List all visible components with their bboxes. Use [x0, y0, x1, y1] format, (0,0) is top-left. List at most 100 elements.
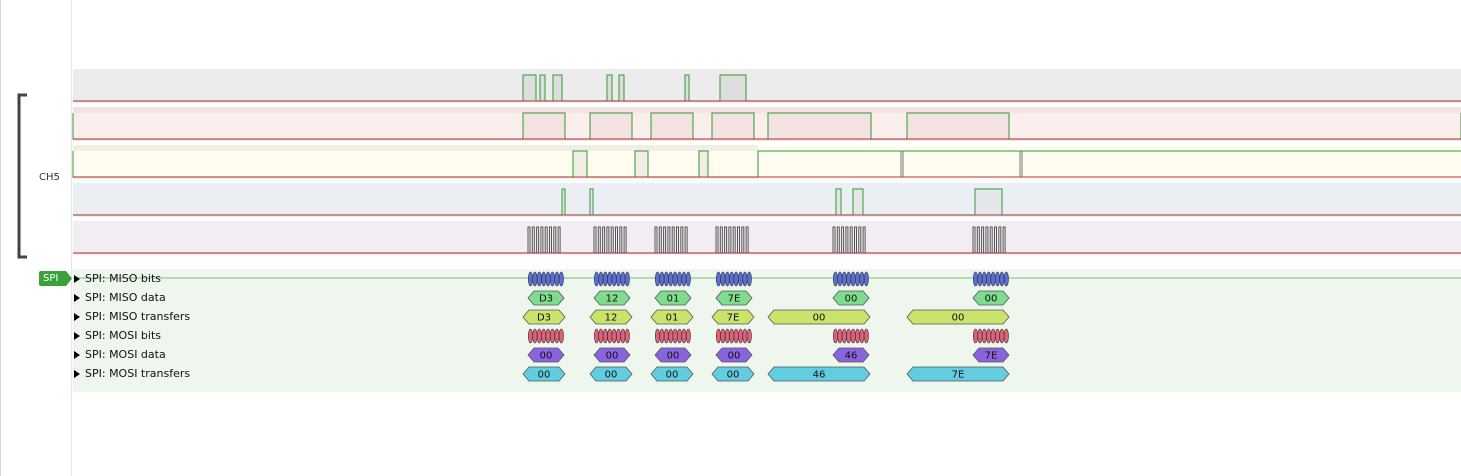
mosi-bit [541, 328, 547, 344]
pulse-fill [1009, 113, 1461, 139]
decoder-row-label: SPI: MOSI bits [85, 329, 162, 342]
miso-data-cell-label: 12 [606, 294, 619, 305]
clock-pulse [593, 226, 597, 253]
clock-pulse [606, 226, 610, 253]
clock-pulse [858, 226, 862, 253]
miso-bit [837, 271, 843, 287]
pulse-fill [590, 189, 593, 215]
mosi-transfer-cell [589, 366, 633, 382]
miso-transfer-cell-label: 00 [952, 313, 965, 324]
clock-pulse [737, 226, 740, 253]
mosi-bit [841, 328, 847, 344]
decoder-row-mosi-data[interactable]: SPI: MOSI data [72, 345, 166, 364]
mosi-bit [549, 328, 555, 344]
miso-bit [659, 271, 665, 287]
mosi-bit [994, 328, 1000, 344]
miso-bit [729, 271, 735, 287]
clock-pulse [724, 226, 728, 253]
miso-bit [977, 271, 983, 287]
channel-tag-ch3[interactable]: CH3 [39, 134, 60, 145]
decoder-row-miso-bits[interactable]: SPI: MISO bits [72, 269, 161, 288]
expand-arrow-icon[interactable] [74, 370, 80, 378]
expand-arrow-icon[interactable] [74, 351, 80, 359]
clock-pulse [667, 226, 671, 253]
miso-bit [607, 271, 613, 287]
mosi-bit [598, 328, 604, 344]
clock-pulse [732, 226, 736, 253]
clock-pulse [994, 226, 997, 253]
mosi-transfer-cell-label: 00 [538, 370, 551, 381]
pulse-fill [565, 113, 590, 139]
miso-bit [850, 271, 856, 287]
expand-arrow-icon[interactable] [74, 294, 80, 302]
mosi-data-cell [527, 347, 565, 363]
clock-pulse [602, 226, 606, 253]
miso-bit [854, 271, 860, 287]
glitch-spike [1019, 150, 1023, 177]
channel-tag-ch8[interactable]: CH8 [39, 248, 60, 259]
decoder-row-mosi-transfers[interactable]: SPI: MOSI transfers [72, 364, 190, 383]
miso-transfer-cell [906, 309, 1010, 325]
mosi-bit [981, 328, 987, 344]
expand-arrow-icon[interactable] [74, 332, 80, 340]
clock-pulse [719, 226, 723, 253]
mosi-bit [593, 328, 599, 344]
miso-bit [715, 271, 721, 287]
mosi-bit [742, 328, 748, 344]
channel-tag-ch7[interactable]: CH7 [39, 210, 60, 221]
miso-transfer-cell [650, 309, 694, 325]
miso-data-cell [715, 290, 753, 306]
decoder-row-label: SPI: MISO transfers [85, 310, 191, 323]
miso-bit [681, 271, 687, 287]
clock-pulse [623, 226, 627, 253]
clock-pulse [862, 226, 866, 253]
mosi-bit [733, 328, 739, 344]
decoder-row-mosi-bits[interactable]: SPI: MOSI bits [72, 326, 161, 345]
mosi-bit [602, 328, 608, 344]
channel-tag-ch1[interactable]: CH1 [39, 96, 60, 107]
mosi-bit [999, 328, 1005, 344]
mosi-bit [545, 328, 551, 344]
decoder-row-miso-transfers[interactable]: SPI: MISO transfers [72, 307, 190, 326]
mosi-bit [990, 328, 996, 344]
mosi-bit [615, 328, 621, 344]
pulse-fill [73, 113, 523, 139]
miso-bit [558, 271, 564, 287]
decoder-row-label: SPI: MOSI transfers [85, 367, 191, 380]
mosi-bit [672, 328, 678, 344]
clock-pulse [544, 226, 548, 253]
mosi-bit [854, 328, 860, 344]
expand-arrow-icon[interactable] [74, 275, 80, 283]
miso-bit [720, 271, 726, 287]
mosi-bit [685, 328, 691, 344]
pulse-fill [836, 189, 841, 215]
mosi-bit [1003, 328, 1009, 344]
miso-transfer-cell [522, 309, 566, 325]
mosi-data-cell [593, 347, 631, 363]
miso-transfer-cell-label: 12 [605, 313, 618, 324]
miso-bit [549, 271, 555, 287]
pulse-fill [632, 113, 651, 139]
miso-bit [832, 271, 838, 287]
mosi-bit [859, 328, 865, 344]
miso-bit [541, 271, 547, 287]
pulse-fill [693, 113, 712, 139]
miso-data-cell-label: 7E [728, 294, 741, 305]
mosi-transfer-cell-label: 00 [605, 370, 618, 381]
clock-pulse [540, 226, 544, 253]
spi-decoder-tag[interactable]: SPI [39, 271, 72, 286]
signal-trace-ch7 [73, 188, 1461, 216]
decoder-row-miso-data[interactable]: SPI: MISO data [72, 288, 166, 307]
channel-tag-ch5[interactable]: CH5 [39, 172, 60, 183]
miso-bit [981, 271, 987, 287]
miso-bit [986, 271, 992, 287]
expand-arrow-icon[interactable] [74, 313, 80, 321]
mosi-bit [729, 328, 735, 344]
clock-pulse [972, 226, 976, 253]
mosi-bit [746, 328, 752, 344]
clock-pulse [610, 226, 614, 253]
miso-bit [615, 271, 621, 287]
clock-pulse [715, 226, 719, 253]
clock-pulse [671, 226, 675, 253]
